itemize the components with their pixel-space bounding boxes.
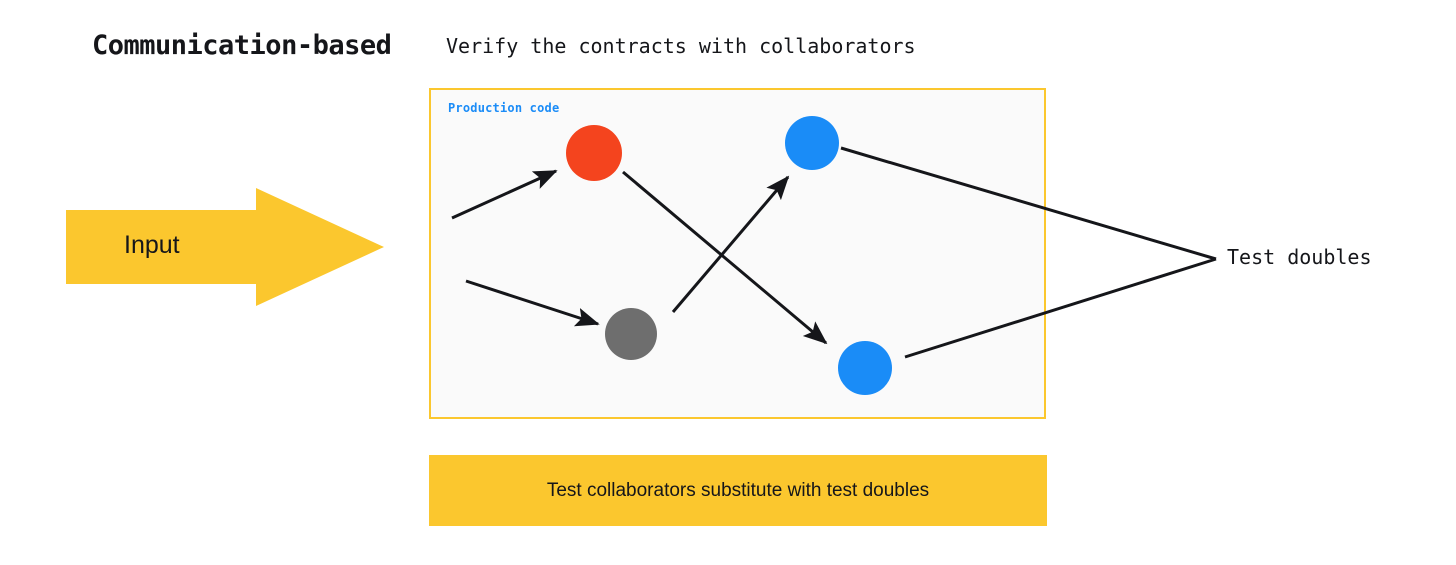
- arrow-polygon: [66, 188, 384, 306]
- bottom-banner-text: Test collaborators substitute with test …: [546, 479, 930, 501]
- test-doubles-label: Test doubles: [1227, 245, 1372, 269]
- input-arrow-label: Input: [124, 231, 180, 259]
- node-blue-top: [785, 116, 839, 170]
- input-arrow-shape: [66, 188, 384, 306]
- node-blue-bottom: [838, 341, 892, 395]
- bottom-banner: Test collaborators substitute with test …: [429, 455, 1047, 526]
- node-red: [566, 125, 622, 181]
- node-gray: [605, 308, 657, 360]
- page-title: Communication-based: [92, 30, 392, 61]
- page-subtitle: Verify the contracts with collaborators: [446, 34, 916, 58]
- production-code-box: [429, 88, 1046, 419]
- production-code-label: Production code: [448, 101, 560, 115]
